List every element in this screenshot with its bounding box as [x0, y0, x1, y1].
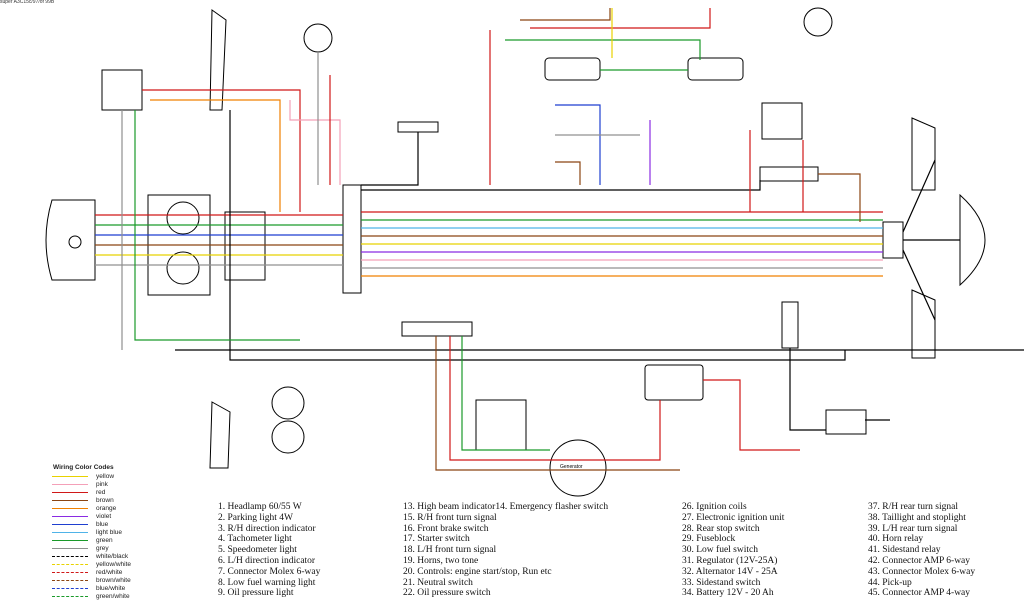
legend-swatch [52, 580, 88, 584]
legend-row: pink [50, 481, 200, 489]
legend-row: red [50, 489, 200, 497]
list-item: 4. Tachometer light [218, 534, 292, 545]
legend-row: red/white [50, 569, 200, 577]
legend-label: green/white [96, 593, 130, 600]
legend-swatch [52, 476, 88, 480]
list-item: 44. Pick-up [868, 577, 912, 588]
list-item: 34. Battery 12V - 20 Ah [682, 588, 774, 599]
list-item: 9. Oil pressure light [218, 588, 294, 599]
list-item: 8. Low fuel warning light [218, 577, 316, 588]
legend-label: grey [96, 545, 109, 552]
list-item: 1. Headlamp 60/55 W [218, 502, 302, 512]
diagram-header: super A3C15c/97/of 99B [0, 0, 96, 8]
legend-label: blue/white [96, 585, 126, 592]
legend-label: blue [96, 521, 109, 528]
legend-swatch [52, 540, 88, 544]
legend-label: violet [96, 513, 112, 520]
list-item: 18. L/H front turn signal [403, 545, 497, 556]
legend-label: white/black [96, 553, 129, 560]
legend-row: grey [50, 545, 200, 553]
list-item: 40. Horn relay [868, 534, 924, 545]
list-item: 30. Low fuel switch [682, 545, 758, 556]
legend-label: brown [96, 497, 114, 504]
legend-swatch [52, 572, 88, 576]
taillight [959, 193, 986, 287]
legend-label: green [96, 537, 113, 544]
legend-label: red [96, 489, 106, 496]
legend-swatch [52, 532, 88, 536]
legend-row: yellow/white [50, 561, 200, 569]
list-item: 20. Controls: engine start/stop, Run etc [403, 566, 552, 577]
list-item: 13. High beam indicator14. Emergency fla… [403, 502, 609, 512]
legend-swatch [52, 492, 88, 496]
list-item: 45. Connector AMP 4-way [868, 588, 971, 599]
list-item: 16. Front brake switch [403, 523, 489, 534]
legend-swatch [52, 516, 88, 520]
legend-row: green/white [50, 593, 200, 601]
handlebar-grips [544, 7, 833, 81]
legend-swatch [52, 484, 88, 488]
list-item: 26. Ignition coils [682, 502, 747, 512]
headlamp [45, 199, 96, 281]
list-item: 29. Fuseblock [682, 534, 736, 545]
list-item: 41. Sidestand relay [868, 545, 941, 556]
list-item: 33. Sidestand switch [682, 577, 761, 588]
component-list-col4: 37. R/H rear turn signal 38. Taillight a… [868, 502, 975, 599]
legend-swatch [52, 500, 88, 504]
legend-label: red/white [96, 569, 123, 576]
legend-swatch [52, 508, 88, 512]
list-item: 15. R/H front turn signal [403, 512, 497, 523]
legend-swatch [52, 556, 88, 560]
list-item: 37. R/H rear turn signal [868, 502, 958, 512]
legend-row: blue/white [50, 585, 200, 593]
list-item: 27. Electronic ignition unit [682, 512, 785, 523]
legend-row: violet [50, 513, 200, 521]
list-item: 43. Connector Molex 6-way [868, 566, 976, 577]
legend-row: yellow [50, 473, 200, 481]
legend-label: pink [96, 481, 108, 488]
legend-label: light blue [96, 529, 123, 536]
wiring-harness [95, 8, 1024, 471]
generator-label: Generator [560, 464, 583, 470]
legend-row: brown/white [50, 577, 200, 585]
legend-swatch [52, 524, 88, 528]
header-line2: super A3C15c/97/of 99B [0, 0, 55, 5]
legend-label: orange [96, 505, 117, 512]
legend-swatch [52, 548, 88, 552]
turn-signals [209, 9, 936, 469]
list-item: 28. Rear stop switch [682, 523, 760, 534]
list-item: 3. R/H direction indicator [218, 523, 316, 534]
component-list-col1: 1. Headlamp 60/55 W 2. Parking light 4W … [218, 502, 320, 599]
legend-row: blue [50, 521, 200, 529]
list-item: 21. Neutral switch [403, 577, 473, 588]
legend-label: yellow/white [96, 561, 132, 568]
list-item: 38. Taillight and stoplight [868, 512, 966, 523]
legend-row: green [50, 537, 200, 545]
list-item: 6. L/H direction indicator [218, 555, 316, 566]
list-item: 19. Horns, two tone [403, 555, 479, 566]
legend-label: brown/white [96, 577, 131, 584]
component-list-col3: 26. Ignition coils 27. Electronic igniti… [682, 502, 784, 599]
legend-title: Wiring Color Codes [53, 464, 114, 471]
legend-swatch [52, 588, 88, 592]
list-item: 22. Oil pressure switch [403, 588, 491, 599]
list-item: 32. Alternator 14V - 25A [682, 566, 778, 577]
list-item: 39. L/H rear turn signal [868, 523, 958, 534]
legend-row: brown [50, 497, 200, 505]
list-item: 7. Connector Molex 6-way [218, 566, 321, 577]
list-item: 31. Regulator (12V-25A) [682, 555, 778, 566]
legend-label: yellow [96, 473, 115, 480]
legend-row: orange [50, 505, 200, 513]
legend-row: light blue [50, 529, 200, 537]
legend-swatch [52, 596, 88, 600]
legend-row: white/black [50, 553, 200, 561]
list-item: 42. Connector AMP 6-way [868, 555, 971, 566]
list-item: 17. Starter switch [403, 534, 470, 545]
list-item: 5. Speedometer light [218, 545, 297, 556]
component-list-col2: 13. High beam indicator14. Emergency fla… [403, 502, 608, 599]
legend-swatch [52, 564, 88, 568]
list-item: 2. Parking light 4W [218, 512, 293, 523]
